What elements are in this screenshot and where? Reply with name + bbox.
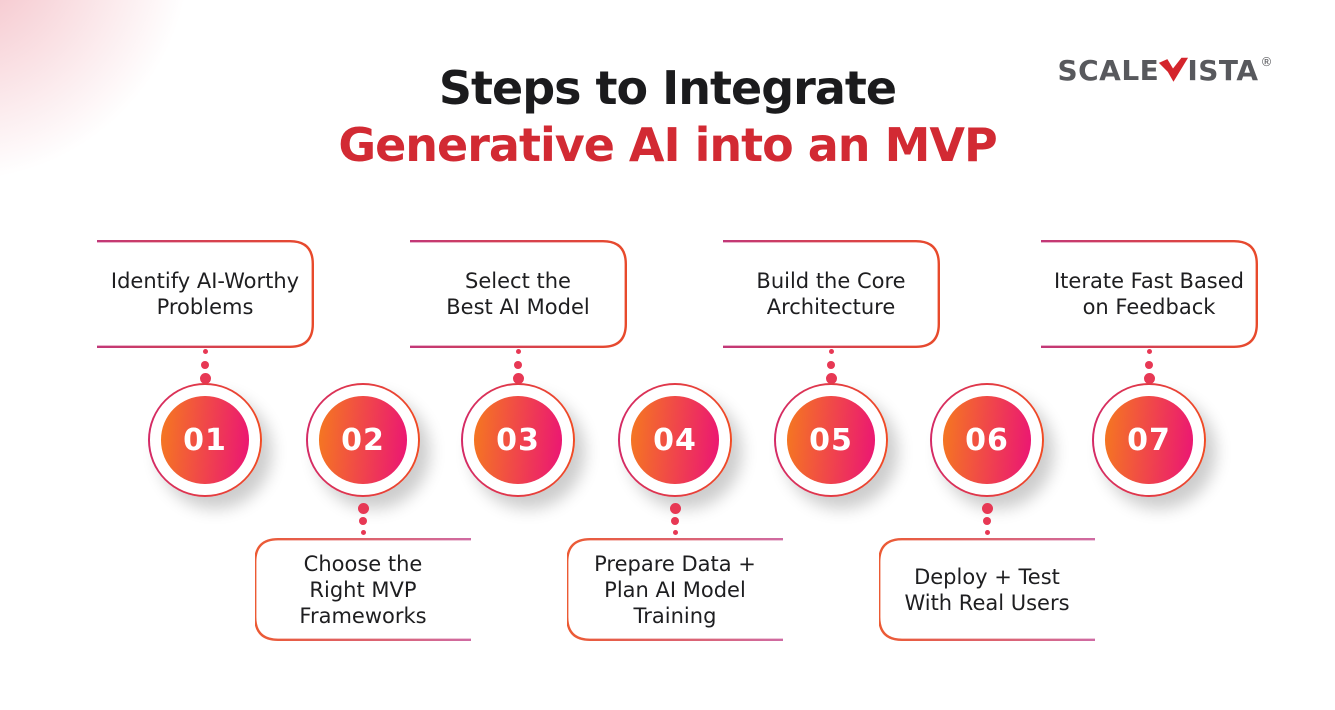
connector-dot: [199, 373, 211, 384]
connector-dot: [515, 349, 521, 354]
step-3-label: Select the Best AI Model: [446, 269, 590, 319]
connector-dot: [514, 361, 522, 369]
step-5-number: 05: [809, 422, 853, 458]
page-title-line2: Generative AI into an MVP: [338, 118, 997, 172]
connector-dot: [669, 503, 681, 514]
circle-white-ring: 07: [1094, 385, 1204, 495]
connector-dot: [201, 361, 209, 369]
step-7-label-box: Iterate Fast Based on Feedback: [1040, 240, 1258, 348]
circle-white-ring: 03: [463, 385, 573, 495]
connector-dot: [202, 349, 208, 354]
step-7-label: Iterate Fast Based on Feedback: [1053, 269, 1244, 319]
step-4-label: Prepare Data + Plan AI Model Training: [594, 551, 756, 628]
connector-dot: [512, 373, 524, 384]
registered-trademark-icon: ®: [1260, 54, 1273, 69]
step-3-number: 03: [496, 422, 540, 458]
logo-text-ista: ISTA: [1187, 54, 1259, 87]
label-box-border: [409, 240, 627, 348]
step-2-circle: 02: [306, 383, 420, 497]
connector-dot: [672, 530, 678, 535]
circle-white-ring: 04: [620, 385, 730, 495]
connector-dot: [357, 503, 369, 514]
circle-inner-disc: 03: [474, 396, 562, 484]
label-box-border: [96, 240, 314, 348]
step-4-circle: 04: [618, 383, 732, 497]
label-box-border: [567, 538, 783, 641]
step-3-circle: 03: [461, 383, 575, 497]
circle-inner-disc: 07: [1105, 396, 1193, 484]
circle-inner-disc: 04: [631, 396, 719, 484]
circle-inner-disc: 06: [943, 396, 1031, 484]
circle-inner-disc: 02: [319, 396, 407, 484]
step-1-label-box: Identify AI-Worthy Problems: [96, 240, 314, 348]
connector-dot: [828, 349, 834, 354]
connector-dot: [984, 530, 990, 535]
step-2-number: 02: [341, 422, 385, 458]
page-title: Steps to Integrate Generative AI into an…: [0, 60, 1335, 174]
step-7-circle: 07: [1092, 383, 1206, 497]
logo-v-arrow-icon: [1157, 56, 1189, 83]
step-6-number: 06: [965, 422, 1009, 458]
step-6-label-box: Deploy + Test With Real Users: [879, 538, 1095, 641]
step-5-circle: 05: [774, 383, 888, 497]
connector-dot: [1146, 349, 1152, 354]
step-4-number: 04: [653, 422, 697, 458]
connector-dot: [360, 530, 366, 535]
label-box-border: [255, 538, 471, 641]
step-2-label-box: Choose the Right MVP Frameworks: [255, 538, 471, 641]
step-4-label-box: Prepare Data + Plan AI Model Training: [567, 538, 783, 641]
circle-white-ring: 02: [308, 385, 418, 495]
connector-dot: [825, 373, 837, 384]
step-5-label: Build the Core Architecture: [756, 269, 906, 319]
step-1-label: Identify AI-Worthy Problems: [110, 269, 300, 319]
step-2-label: Choose the Right MVP Frameworks: [299, 551, 427, 628]
step-6-circle: 06: [930, 383, 1044, 497]
connector-dot: [1143, 373, 1155, 384]
label-box-border: [1040, 240, 1258, 348]
step-3-label-box: Select the Best AI Model: [409, 240, 627, 348]
circle-inner-disc: 05: [787, 396, 875, 484]
connector-dot: [671, 517, 679, 525]
label-box-border: [722, 240, 940, 348]
circle-inner-disc: 01: [161, 396, 249, 484]
connector-dot: [1145, 361, 1153, 369]
step-1-circle: 01: [148, 383, 262, 497]
step-7-number: 07: [1127, 422, 1171, 458]
step-6-label: Deploy + Test With Real Users: [904, 564, 1070, 615]
circle-white-ring: 06: [932, 385, 1042, 495]
circle-white-ring: 05: [776, 385, 886, 495]
page-title-line1: Steps to Integrate: [438, 61, 897, 115]
connector-dot: [981, 503, 993, 514]
connector-dot: [827, 361, 835, 369]
step-5-label-box: Build the Core Architecture: [722, 240, 940, 348]
connector-dot: [359, 517, 367, 525]
label-box-border: [879, 538, 1095, 641]
scalevista-logo: SCALE ISTA ®: [1057, 54, 1273, 87]
logo-text-scale: SCALE: [1057, 54, 1160, 87]
step-1-number: 01: [183, 422, 227, 458]
circle-white-ring: 01: [150, 385, 260, 495]
connector-dot: [983, 517, 991, 525]
